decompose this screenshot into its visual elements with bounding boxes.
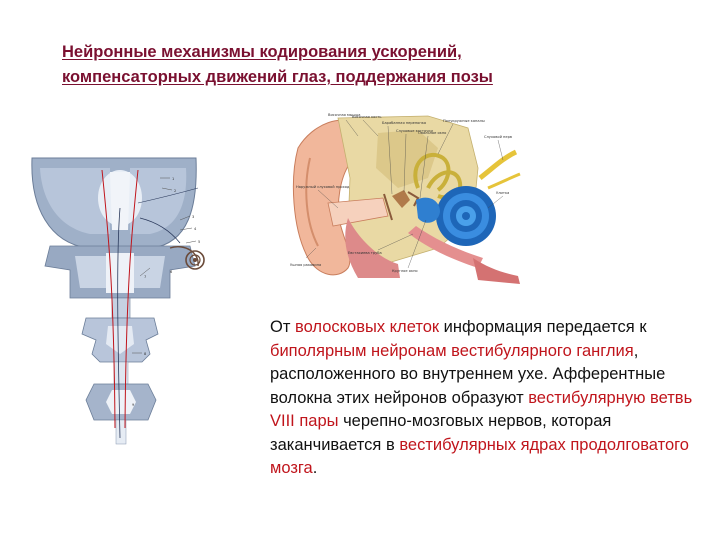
ear-label-canal: Наружный слуховой проход [296, 185, 350, 189]
title-line-2: компенсаторных движений глаз, поддержани… [62, 65, 622, 90]
ear-label-eardrum: Барабанная перепонка [382, 121, 426, 125]
body-segment: . [313, 459, 318, 477]
neuro-label-3: 3 [192, 215, 194, 219]
body-segment: От [270, 318, 295, 336]
body-highlight: биполярным нейронам вестибулярного гангл… [270, 342, 634, 360]
slide-title: Нейронные механизмы кодирования ускорени… [62, 40, 622, 90]
ear-label-eustachian: Евстахиева труба [348, 251, 382, 255]
ear-label-muscle: Височная мышца [328, 113, 360, 117]
neuro-label-4: 4 [194, 227, 197, 231]
ear-label-pinna: Ушная раковина [290, 263, 321, 267]
neuro-label-2: 2 [174, 189, 176, 193]
vestibular-pathway-figure: 1 2 3 4 5 6 7 8 9 [20, 148, 220, 448]
title-line-1: Нейронные механизмы кодирования ускорени… [62, 40, 622, 65]
slide-body-text: От волосковых клеток информация передает… [270, 316, 700, 481]
ear-label-round-window: Круглое окно [392, 269, 418, 273]
ear-label-canals: Полукружные каналы [443, 119, 485, 123]
ear-label-oval-window: Овальное окно [418, 131, 446, 135]
body-segment: информация передается к [439, 318, 646, 336]
neuro-label-5: 5 [198, 240, 200, 244]
ear-anatomy-figure: Височная кость Барабанная перепонка Слух… [288, 108, 523, 286]
neuro-label-6: 6 [170, 270, 173, 274]
cochlea [436, 186, 496, 246]
ear-label-cochlea: Улитка [496, 191, 509, 195]
neuro-label-7: 7 [144, 275, 146, 279]
ear-label-nerve: Слуховой нерв [484, 135, 512, 139]
body-highlight: волосковых клеток [295, 318, 439, 336]
neuro-label-1: 1 [172, 177, 174, 181]
